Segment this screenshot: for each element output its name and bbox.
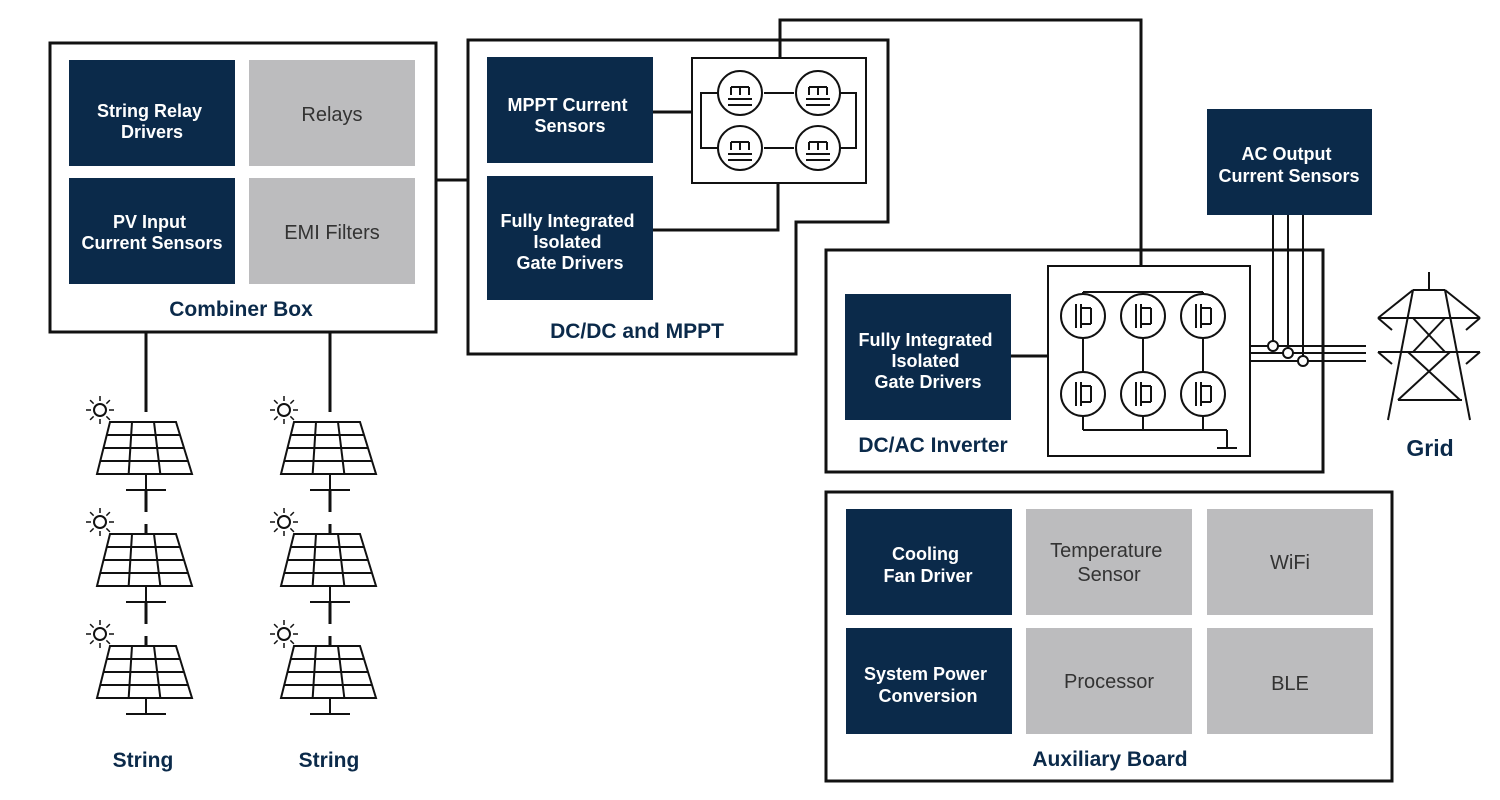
sun-icon — [86, 396, 114, 424]
block-ble: BLE — [1207, 628, 1373, 734]
mosfet-icon — [1120, 293, 1166, 339]
svg-text:System Power Conversio: System Power Conversion — [864, 664, 992, 706]
grid-label: Grid — [1406, 435, 1453, 461]
svg-text:String Relay Drivers: String Relay Drivers — [97, 101, 207, 142]
svg-text:Fully Integrated Isola: Fully Integrated Isolated Gate Drivers — [500, 211, 639, 273]
dcdc-mppt-box: MPPT Current Sensors Fully Integrated Is… — [466, 38, 890, 356]
mosfet-icon — [1120, 371, 1166, 417]
svg-text:PV Input Current Senso: PV Input Current Sensors — [81, 212, 222, 253]
solar-panel-icon — [95, 533, 194, 603]
block-processor: Processor — [1026, 628, 1192, 734]
svg-text:EMI Filters: EMI Filters — [284, 222, 380, 244]
svg-text:Relays: Relays — [301, 104, 362, 126]
mosfet-icon — [1060, 293, 1106, 339]
sun-icon — [86, 620, 114, 648]
dcac-inverter-box: Fully Integrated Isolated Gate Drivers — [824, 248, 1325, 474]
sun-icon — [270, 396, 298, 424]
svg-text:Temperature Sensor: Temperature Sensor — [1050, 540, 1168, 586]
mosfet-icon — [1180, 293, 1226, 339]
auxiliary-board: Cooling Fan Driver Temperature Sensor Wi… — [824, 490, 1394, 783]
string-label-left: String — [113, 749, 174, 772]
svg-text:Cooling Fan Driver: Cooling Fan Driver — [883, 544, 972, 586]
svg-text:AC Output Current Senso: AC Output Current Sensors — [1218, 144, 1359, 186]
dcdc-title: DC/DC and MPPT — [550, 320, 724, 343]
svg-text:WiFi: WiFi — [1270, 552, 1310, 574]
block-cooling-fan-driver: Cooling Fan Driver — [846, 509, 1012, 615]
mosfet-icon — [795, 70, 841, 116]
auxiliary-board-title: Auxiliary Board — [1032, 748, 1187, 771]
solar-panel-icon — [279, 533, 378, 603]
solar-panel-icon — [279, 645, 378, 715]
sun-icon — [270, 508, 298, 536]
sun-icon — [270, 620, 298, 648]
block-pv-input-current-sensors: PV Input Current Sensors — [69, 178, 235, 284]
block-emi-filters: EMI Filters — [249, 178, 415, 284]
block-dcdc-gate-drivers: Fully Integrated Isolated Gate Drivers — [487, 176, 653, 300]
block-mppt-current-sensors: MPPT Current Sensors — [487, 57, 653, 163]
mosfet-icon — [717, 70, 763, 116]
mosfet-icon — [717, 125, 763, 171]
solar-panel-icon — [95, 645, 194, 715]
block-inverter-gate-drivers: Fully Integrated Isolated Gate Drivers — [845, 294, 1011, 420]
mosfet-icon — [1180, 371, 1226, 417]
block-string-relay-drivers: String Relay Drivers — [69, 60, 235, 166]
string-label-right: String — [299, 749, 360, 772]
block-wifi: WiFi — [1207, 509, 1373, 615]
inverter-title: DC/AC Inverter — [858, 434, 1007, 457]
combiner-box: String Relay Drivers Relays PV Input Cur… — [48, 41, 438, 334]
svg-text:BLE: BLE — [1271, 673, 1309, 695]
block-relays: Relays — [249, 60, 415, 166]
solar-panel-icon — [95, 421, 194, 491]
svg-text:Processor: Processor — [1064, 671, 1154, 693]
svg-text:MPPT Current Sensors: MPPT Current Sensors — [507, 95, 632, 136]
combiner-box-title: Combiner Box — [169, 298, 313, 321]
pv-strings — [86, 396, 378, 715]
mosfet-icon — [795, 125, 841, 171]
dcdc-switch-bridge — [691, 57, 867, 184]
inverter-switch-bridge — [1047, 265, 1251, 457]
sun-icon — [86, 508, 114, 536]
block-ac-output-current-sensors: AC Output Current Sensors — [1207, 109, 1372, 215]
svg-text:Fully Integrated Isola: Fully Integrated Isolated Gate Drivers — [858, 330, 997, 392]
block-system-power-conversion: System Power Conversion — [846, 628, 1012, 734]
solar-panel-icon — [279, 421, 378, 491]
block-temperature-sensor: Temperature Sensor — [1026, 509, 1192, 615]
mosfet-icon — [1060, 371, 1106, 417]
transmission-tower-icon — [1377, 272, 1481, 421]
